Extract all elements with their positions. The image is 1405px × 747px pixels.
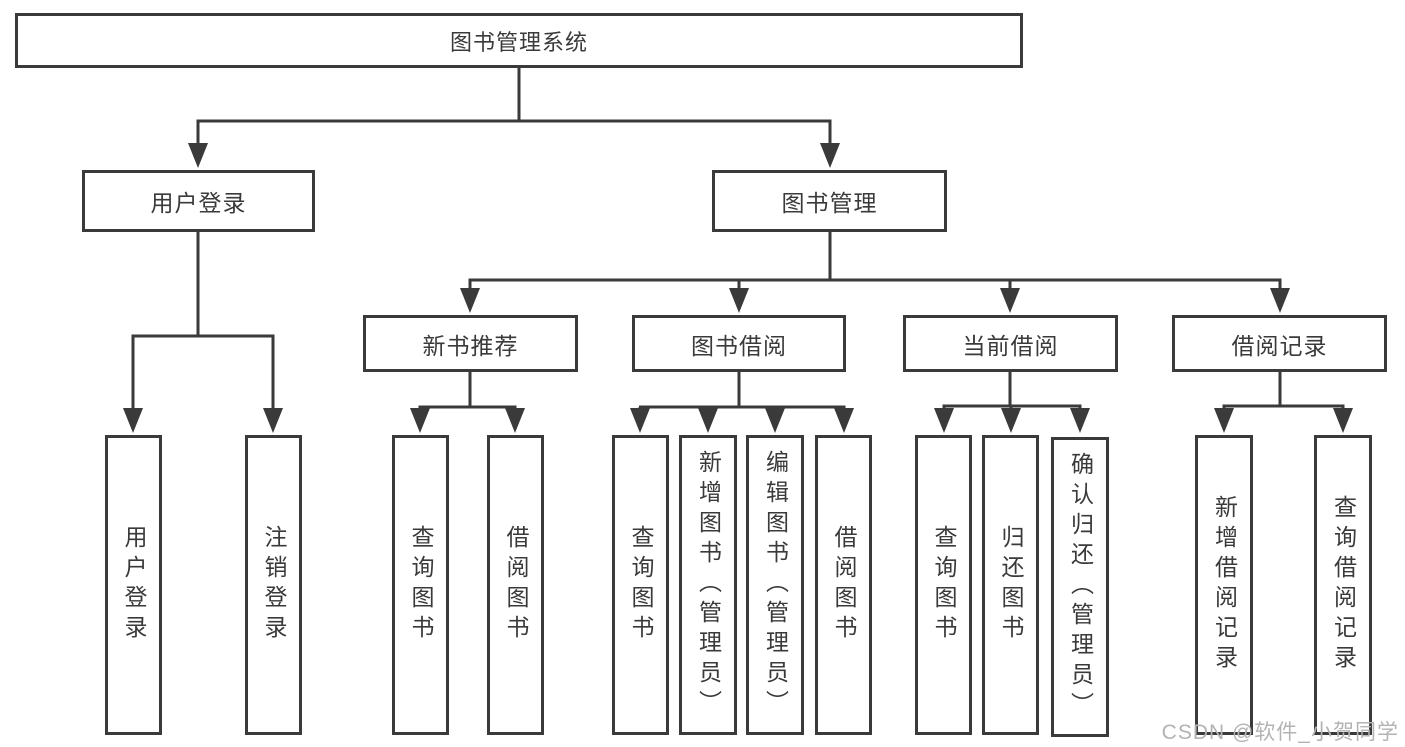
leaf-query-borrow-record-label: 查询借阅记录 (1330, 495, 1357, 675)
leaf-query-books-borrow: 查询图书 (612, 435, 669, 735)
leaf-query-borrow-record: 查询借阅记录 (1314, 435, 1372, 735)
leaf-return-book: 归还图书 (982, 435, 1039, 735)
leaf-edit-book-admin-label: 编辑图书（管理员） (762, 450, 789, 720)
leaf-add-borrow-record-label: 新增借阅记录 (1211, 495, 1238, 675)
leaf-borrow-books-recommend: 借阅图书 (487, 435, 544, 735)
leaf-add-book-admin-label: 新增图书（管理员） (695, 450, 722, 720)
node-borrow-records: 借阅记录 (1172, 315, 1387, 372)
leaf-user-login-label: 用户登录 (121, 525, 147, 645)
csdn-watermark: CSDN @软件_小贺同学 (1161, 721, 1399, 744)
leaf-borrow-books-borrow: 借阅图书 (815, 435, 872, 735)
node-new-book-recommend: 新书推荐 (363, 315, 578, 372)
node-user-login: 用户登录 (82, 170, 315, 232)
leaf-borrow-books-recommend-label: 借阅图书 (503, 525, 529, 645)
leaf-add-book-admin: 新增图书（管理员） (679, 435, 737, 735)
node-book-management: 图书管理 (712, 170, 947, 232)
leaf-add-borrow-record: 新增借阅记录 (1195, 435, 1253, 735)
node-book-borrow: 图书借阅 (632, 315, 846, 372)
leaf-borrow-books-borrow-label: 借阅图书 (831, 525, 857, 645)
leaf-edit-book-admin: 编辑图书（管理员） (746, 435, 804, 735)
node-library-system: 图书管理系统 (15, 13, 1023, 68)
leaf-confirm-return-admin: 确认归还（管理员） (1051, 437, 1109, 737)
leaf-query-books-borrow-label: 查询图书 (628, 525, 654, 645)
leaf-logout: 注销登录 (245, 435, 302, 735)
leaf-query-books-recommend: 查询图书 (392, 435, 449, 735)
leaf-query-books-recommend-label: 查询图书 (408, 525, 434, 645)
node-current-borrow: 当前借阅 (903, 315, 1118, 372)
leaf-confirm-return-admin-label: 确认归还（管理员） (1067, 452, 1094, 722)
leaf-query-books-current: 查询图书 (915, 435, 972, 735)
leaf-query-books-current-label: 查询图书 (931, 525, 957, 645)
leaf-logout-label: 注销登录 (261, 525, 287, 645)
leaf-return-book-label: 归还图书 (998, 525, 1024, 645)
leaf-user-login: 用户登录 (105, 435, 162, 735)
